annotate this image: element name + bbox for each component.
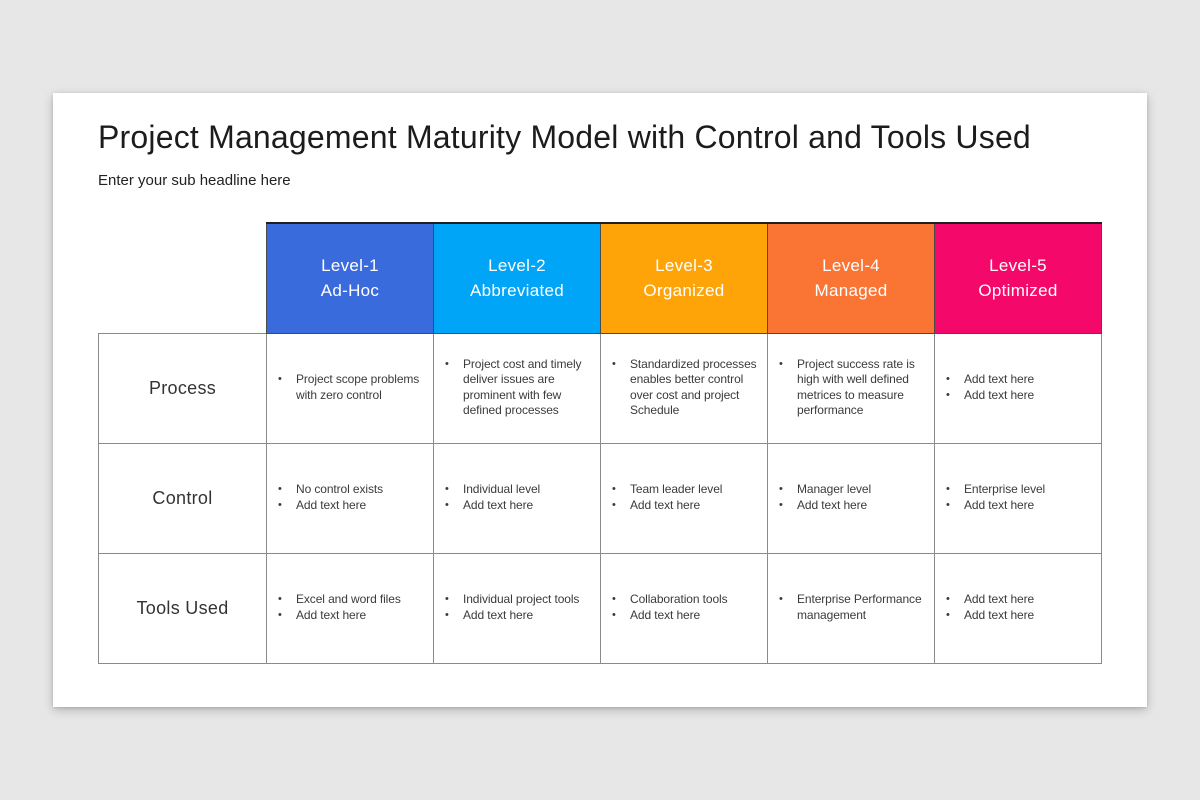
table-cell: Project cost and timely deliver issues a…: [433, 332, 601, 444]
bullet-list: Excel and word filesAdd text here: [277, 592, 429, 624]
bullet-list: Manager levelAdd text here: [778, 482, 930, 514]
table-cell: Add text hereAdd text here: [934, 552, 1102, 664]
bullet-list: Add text hereAdd text here: [945, 372, 1097, 404]
bullet-list: Individual project toolsAdd text here: [444, 592, 596, 624]
table-cell: Enterprise Performance management: [767, 552, 935, 664]
bullet-item: Add text here: [611, 608, 763, 624]
table-cell: Individual project toolsAdd text here: [433, 552, 601, 664]
table-cell: Enterprise levelAdd text here: [934, 442, 1102, 554]
bullet-item: Add text here: [778, 498, 930, 514]
bullet-item: Add text here: [945, 498, 1097, 514]
table-cell: Collaboration toolsAdd text here: [600, 552, 768, 664]
row-label: Control: [98, 442, 267, 554]
bullet-list: No control existsAdd text here: [277, 482, 429, 514]
bullet-item: Add text here: [945, 388, 1097, 404]
slide-title: Project Management Maturity Model with C…: [98, 119, 1031, 155]
level-stage-name: Managed: [814, 281, 888, 301]
slide-subtitle: Enter your sub headline here: [98, 172, 291, 189]
table-cell: Team leader levelAdd text here: [600, 442, 768, 554]
level-stage-name: Organized: [643, 281, 725, 301]
bullet-item: Add text here: [945, 592, 1097, 608]
bullet-item: Team leader level: [611, 482, 763, 498]
bullet-list: Enterprise Performance management: [778, 592, 930, 623]
table-cell: Project scope problems with zero control: [266, 332, 434, 444]
bullet-list: Individual levelAdd text here: [444, 482, 596, 514]
slide-canvas: Project Management Maturity Model with C…: [53, 93, 1147, 707]
bullet-list: Team leader levelAdd text here: [611, 482, 763, 514]
bullet-list: Project scope problems with zero control: [277, 372, 429, 403]
level-stage-name: Optimized: [978, 281, 1058, 301]
table-row: ControlNo control existsAdd text hereInd…: [98, 442, 1102, 554]
bullet-list: Standardized processes enables better co…: [611, 357, 763, 419]
level-name: Level-3: [655, 256, 713, 276]
table-cell: Excel and word filesAdd text here: [266, 552, 434, 664]
bullet-item: Add text here: [277, 498, 429, 514]
bullet-item: Enterprise Performance management: [778, 592, 930, 623]
level-name: Level-2: [488, 256, 546, 276]
table-body: Process Project scope problems with zero …: [98, 332, 1102, 664]
bullet-item: Enterprise level: [945, 482, 1097, 498]
bullet-item: Add text here: [945, 372, 1097, 388]
row-label: Tools Used: [98, 552, 267, 664]
bullet-item: Add text here: [611, 498, 763, 514]
header-corner-cell: [99, 223, 267, 333]
level-name: Level-5: [989, 256, 1047, 276]
bullet-item: No control exists: [277, 482, 429, 498]
bullet-item: Add text here: [277, 608, 429, 624]
bullet-item: Project cost and timely deliver issues a…: [444, 357, 596, 419]
table-cell: No control existsAdd text here: [266, 442, 434, 554]
level-name: Level-1: [321, 256, 379, 276]
bullet-item: Standardized processes enables better co…: [611, 357, 763, 419]
level-name: Level-4: [822, 256, 880, 276]
bullet-item: Individual project tools: [444, 592, 596, 608]
bullet-list: Project cost and timely deliver issues a…: [444, 357, 596, 419]
row-label: Process: [98, 332, 267, 444]
bullet-item: Project scope problems with zero control: [277, 372, 429, 403]
table-cell: Project success rate is high with well d…: [767, 332, 935, 444]
bullet-item: Add text here: [945, 608, 1097, 624]
table-cell: Manager levelAdd text here: [767, 442, 935, 554]
bullet-item: Individual level: [444, 482, 596, 498]
bullet-item: Excel and word files: [277, 592, 429, 608]
level-stage-name: Abbreviated: [469, 281, 565, 301]
bullet-list: Project success rate is high with well d…: [778, 357, 930, 419]
bullet-item: Add text here: [444, 608, 596, 624]
bullet-item: Project success rate is high with well d…: [778, 357, 930, 419]
level-stage-name: Ad-Hoc: [320, 281, 380, 301]
bullet-list: Add text hereAdd text here: [945, 592, 1097, 624]
bullet-list: Enterprise levelAdd text here: [945, 482, 1097, 514]
table-cell: Standardized processes enables better co…: [600, 332, 768, 444]
table-row: Process Project scope problems with zero …: [98, 332, 1102, 444]
table-row: Tools UsedExcel and word filesAdd text h…: [98, 552, 1102, 664]
bullet-item: Manager level: [778, 482, 930, 498]
bullet-item: Add text here: [444, 498, 596, 514]
table-cell: Individual levelAdd text here: [433, 442, 601, 554]
bullet-item: Collaboration tools: [611, 592, 763, 608]
bullet-list: Collaboration toolsAdd text here: [611, 592, 763, 624]
table-cell: Add text hereAdd text here: [934, 332, 1102, 444]
